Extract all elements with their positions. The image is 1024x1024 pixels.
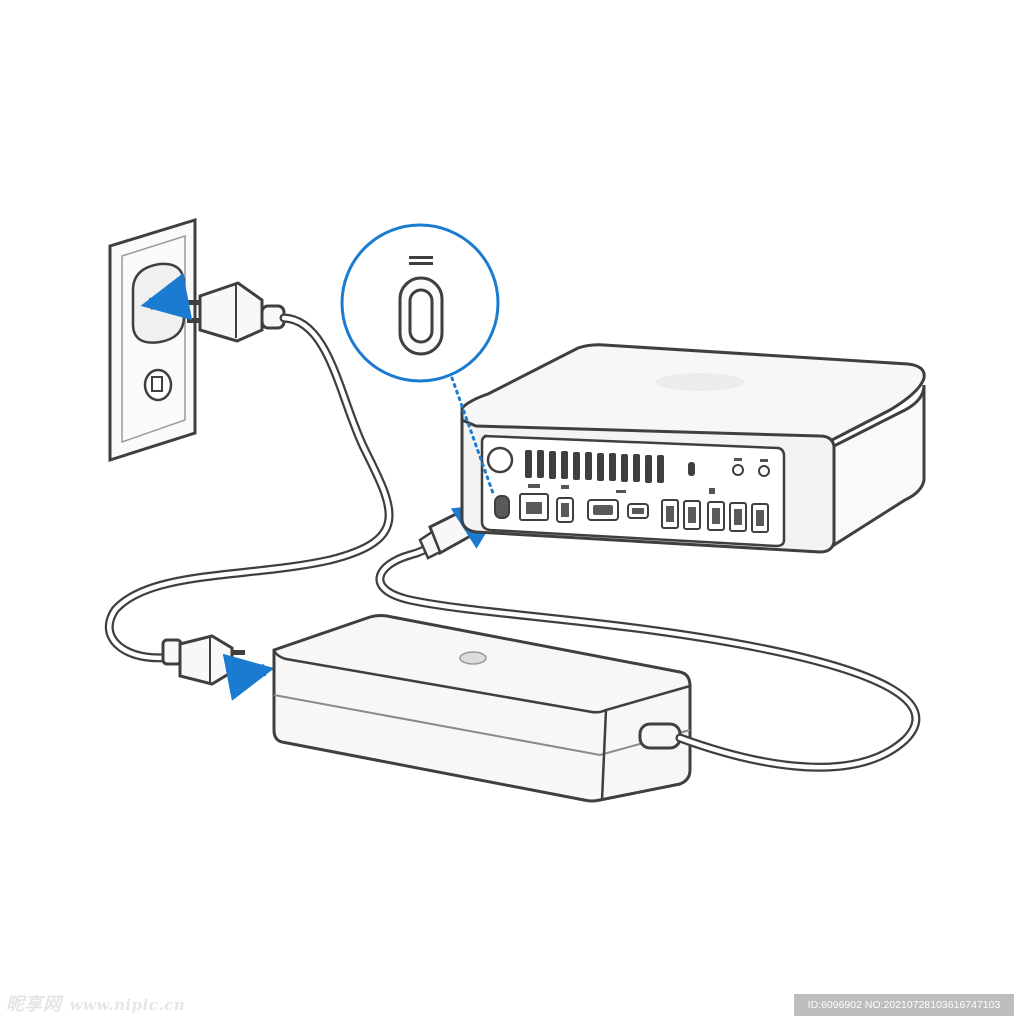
watermark-brand-text: 昵享网 bbox=[6, 994, 62, 1015]
watermark-site: www.nipic.cn bbox=[69, 996, 186, 1014]
power-port-callout bbox=[340, 223, 500, 498]
wall-outlet-icon bbox=[108, 217, 197, 463]
power-adapter-icon bbox=[272, 614, 692, 803]
watermark-brand: 昵享网 www.nipic.cn bbox=[6, 992, 185, 1018]
insert-arrow-icon bbox=[140, 273, 193, 321]
power-port-icon bbox=[494, 495, 510, 519]
ac-plug-adapter bbox=[161, 634, 275, 701]
insert-arrow-icon bbox=[222, 653, 275, 701]
mac-mini-icon bbox=[460, 343, 926, 554]
watermark-id: ID:6096902 NO:20210728103616747103 bbox=[794, 994, 1014, 1016]
